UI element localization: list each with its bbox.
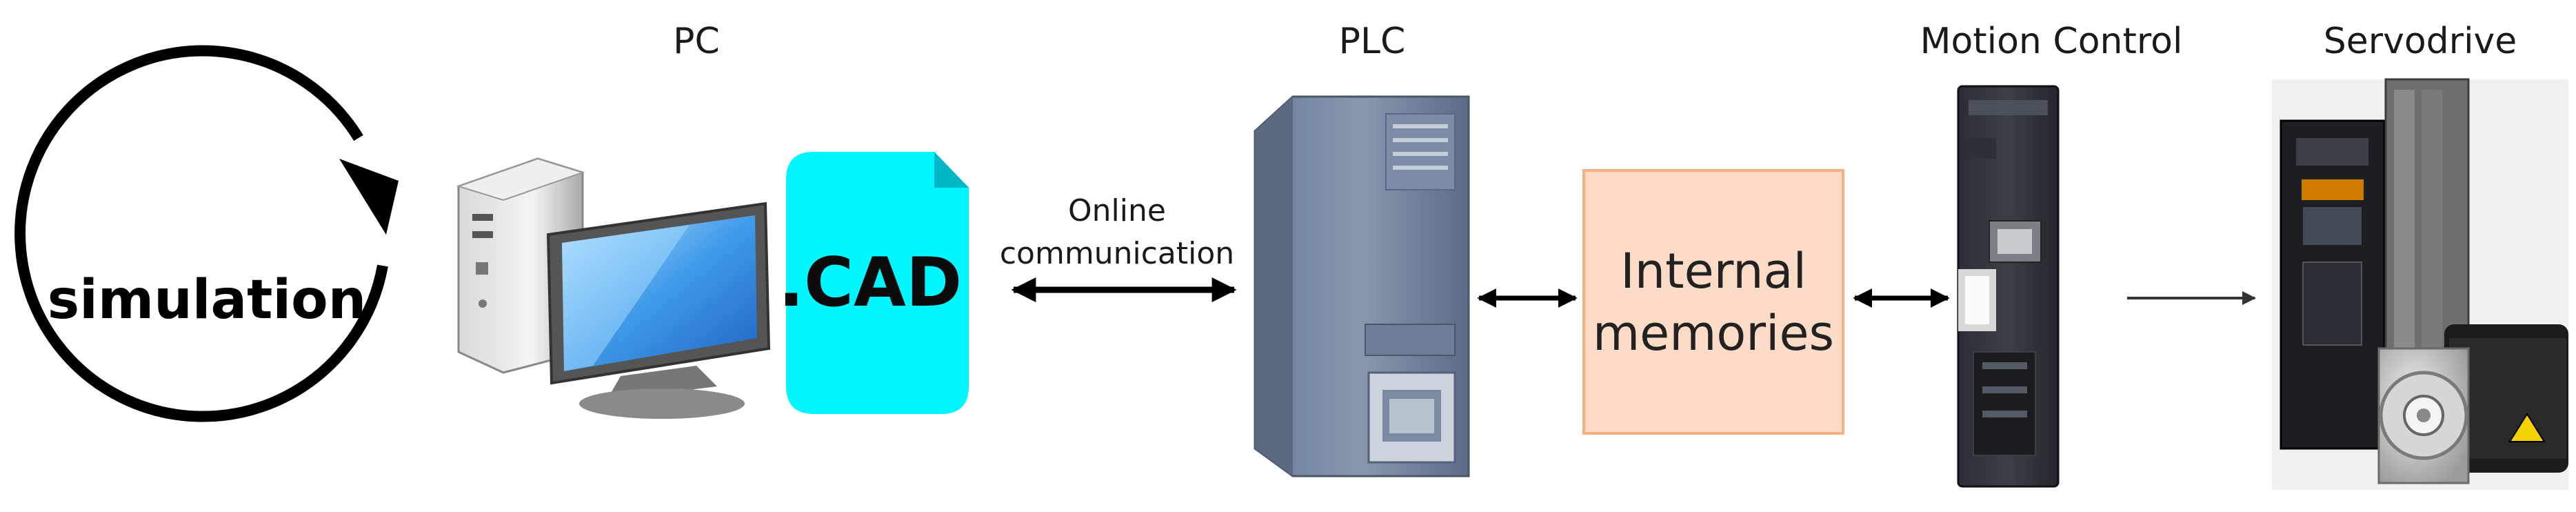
motion-control-label: Motion Control	[1920, 21, 2183, 62]
servodrive-motor-icon	[2272, 78, 2568, 490]
cad-file-label: .CAD	[778, 244, 963, 322]
cad-file-icon	[786, 152, 969, 414]
online-communication-line1: Online	[1068, 193, 1166, 228]
plc-unit-icon	[1254, 95, 1470, 477]
internal-memories-box: Internal memories	[1582, 169, 1844, 435]
cycle-arrow-icon	[14, 45, 399, 422]
servodrive-label: Servodrive	[2323, 21, 2517, 62]
online-communication-label: Online communication	[1000, 190, 1234, 275]
internal-memories-line2: memories	[1592, 304, 1835, 362]
plc-label: PLC	[1338, 21, 1406, 62]
pc-label: PC	[673, 21, 720, 62]
desktop-computer-icon	[456, 157, 771, 419]
simulation-label: simulation	[47, 269, 367, 331]
online-communication-line2: communication	[999, 236, 1235, 271]
internal-memories-line1: Internal	[1620, 242, 1807, 299]
motion-controller-icon	[1957, 85, 2060, 488]
